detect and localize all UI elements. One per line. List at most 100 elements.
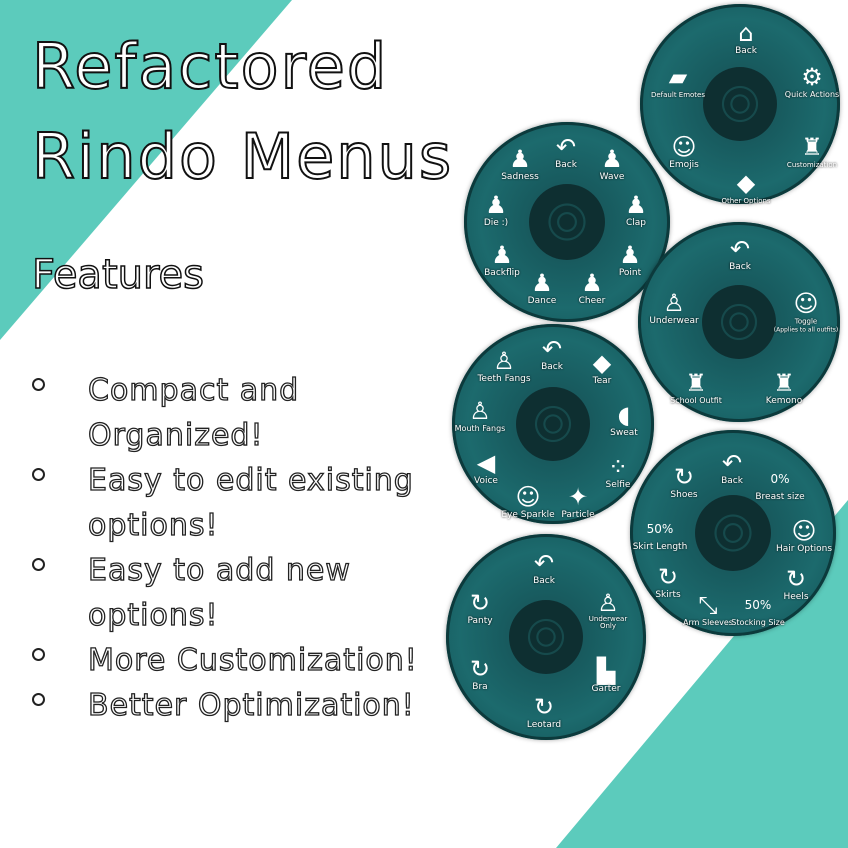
particle-button[interactable]: ✦Particle <box>561 483 595 520</box>
emote-wave-button[interactable]: ♟Wave <box>599 145 625 182</box>
skirts-button[interactable]: ↻Skirts <box>655 563 681 600</box>
garter-icon: ▙ <box>596 657 616 685</box>
kemono-button[interactable]: ♜Kemono <box>765 369 803 406</box>
back-arrow-icon: ↶ <box>721 449 743 477</box>
rotate-icon: ↻ <box>785 565 807 593</box>
bullet-icon <box>32 693 45 706</box>
tear-button[interactable]: ◆Tear <box>592 349 612 386</box>
emotes-wheel: ↶Back ♟Sadness ♟Wave ♟Die :) ♟Clap ♟Back… <box>464 122 670 322</box>
figure-icon: ♟ <box>491 241 513 269</box>
rotate-icon: ↻ <box>657 563 679 591</box>
back-arrow-icon: ↶ <box>541 335 563 363</box>
speaker-icon: ◀ <box>476 449 496 477</box>
emoji-avatar-icon: ☺ <box>671 133 697 161</box>
shoes-button[interactable]: ↻Shoes <box>670 463 698 500</box>
back-arrow-icon: ↶ <box>533 549 555 577</box>
figure-icon: ♙ <box>493 347 515 375</box>
rotate-icon: ↻ <box>469 589 491 617</box>
leotard-button[interactable]: ↻Leotard <box>526 693 562 730</box>
wheel-hub <box>695 495 771 571</box>
emote-dance-button[interactable]: ♟Dance <box>527 269 557 306</box>
sweat-button[interactable]: ◖Sweat <box>610 401 638 438</box>
figure-icon: ♟ <box>601 145 623 173</box>
figure-icon: ♟ <box>509 145 531 173</box>
particle-icon: ✦ <box>567 483 589 511</box>
customization-button[interactable]: ♜Customization <box>786 133 838 169</box>
wheel-hub <box>703 67 777 141</box>
emote-point-button[interactable]: ♟Point <box>618 241 642 278</box>
emote-clap-button[interactable]: ♟Clap <box>625 191 647 228</box>
figure-icon: ♟ <box>485 191 507 219</box>
figure-icon: ♙ <box>469 397 491 425</box>
figure-icon: ♟ <box>625 191 647 219</box>
hair-options-button[interactable]: ☺Hair Options <box>775 517 833 554</box>
folder-icon: ▰ <box>668 63 688 91</box>
voice-button[interactable]: ◀Voice <box>474 449 498 486</box>
feature-item: Easy to add new options! <box>30 548 450 638</box>
toggle-button[interactable]: ☺Toggle(Applies to all outfits) <box>773 289 839 334</box>
outfits-wheel: ↶Back ♙Underwear ☺Toggle(Applies to all … <box>638 222 840 422</box>
back-button[interactable]: ↶Back <box>533 549 555 586</box>
bullet-icon <box>32 468 45 481</box>
breast-size-slider[interactable]: 0%Breast size <box>755 472 805 502</box>
skirt-length-slider[interactable]: 50%Skirt Length <box>632 522 688 552</box>
panty-button[interactable]: ↻Panty <box>467 589 493 626</box>
bullet-icon <box>32 648 45 661</box>
sweat-icon: ◖ <box>617 401 631 429</box>
toggle-avatar-icon: ☺ <box>793 289 819 318</box>
figure-icon: ♟ <box>531 269 553 297</box>
underwear-button[interactable]: ♙Underwear <box>649 289 699 326</box>
body-options-wheel: ↶Back ↻Shoes 0%Breast size 50%Skirt Leng… <box>630 430 836 636</box>
bullet-icon <box>32 378 45 391</box>
outfit-icon: ♜ <box>801 133 823 161</box>
back-button[interactable]: ↶Back <box>721 449 743 486</box>
garter-button[interactable]: ▙Garter <box>591 657 621 694</box>
outfit-icon: ♜ <box>773 369 795 397</box>
main-menu-wheel: ⌂Back ▰Default Emotes ⚙Quick Actions ☺Em… <box>640 4 840 205</box>
feature-item: Easy to edit existing options! <box>30 458 450 548</box>
bra-button[interactable]: ↻Bra <box>469 655 491 692</box>
rotate-icon: ↻ <box>533 693 555 721</box>
back-button[interactable]: ↶Back <box>541 335 563 372</box>
back-arrow-icon: ↶ <box>555 133 577 161</box>
default-emotes-button[interactable]: ▰Default Emotes <box>650 63 706 99</box>
home-back-icon: ⌂ <box>738 19 754 47</box>
back-button[interactable]: ↶Back <box>729 235 751 272</box>
school-outfit-button[interactable]: ♜School Outfit <box>670 369 722 405</box>
other-options-button[interactable]: ◆Other Options <box>721 169 771 205</box>
features-list: Compact and Organized! Easy to edit exis… <box>30 368 450 728</box>
emote-backflip-button[interactable]: ♟Backflip <box>484 241 520 278</box>
feature-item: Better Optimization! <box>30 683 450 728</box>
back-arrow-icon: ↶ <box>729 235 751 263</box>
feature-item: More Customization! <box>30 638 450 683</box>
quick-actions-button[interactable]: ⚙Quick Actions <box>784 63 840 99</box>
emote-sadness-button[interactable]: ♟Sadness <box>501 145 539 182</box>
hair-avatar-icon: ☺ <box>791 517 817 545</box>
emote-cheer-button[interactable]: ♟Cheer <box>578 269 606 306</box>
bullet-icon <box>32 558 45 571</box>
back-button[interactable]: ↶Back <box>555 133 577 170</box>
teeth-fangs-button[interactable]: ♙Teeth Fangs <box>477 347 531 384</box>
selfie-button[interactable]: ⁘Selfie <box>605 453 631 490</box>
drop-icon: ◆ <box>736 169 756 197</box>
mouth-fangs-button[interactable]: ♙Mouth Fangs <box>454 397 506 433</box>
stocking-size-slider[interactable]: 50%Stocking Size <box>731 598 785 627</box>
heels-button[interactable]: ↻Heels <box>783 565 809 602</box>
back-button[interactable]: ⌂Back <box>735 19 757 56</box>
wheel-hub <box>516 387 590 461</box>
figure-icon: ♟ <box>581 269 603 297</box>
rotate-icon: ↻ <box>673 463 695 491</box>
wheel-hub <box>702 285 776 359</box>
emote-die-button[interactable]: ♟Die :) <box>483 191 509 228</box>
eye-sparkle-button[interactable]: ☺Eye Sparkle <box>501 483 555 520</box>
page-title-line-1: Refactored <box>31 29 389 104</box>
wheel-hub <box>529 184 605 260</box>
emojis-button[interactable]: ☺Emojis <box>669 133 699 170</box>
figure-icon: ♟ <box>619 241 641 269</box>
arm-sleeves-button[interactable]: ⤡Arm Sleeves <box>683 591 733 627</box>
selfie-icon: ⁘ <box>607 453 629 481</box>
figure-icon: ♙ <box>597 589 619 617</box>
rotate-icon: ↻ <box>469 655 491 683</box>
